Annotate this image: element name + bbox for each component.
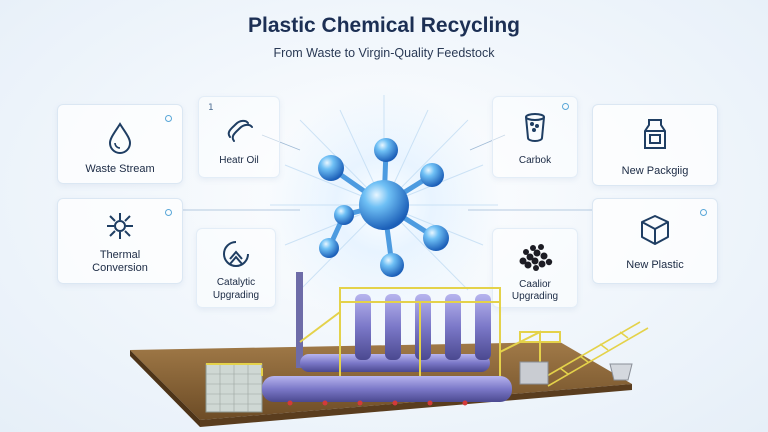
carbok-label: Carbok — [518, 155, 552, 166]
recycling-plant-illustration — [130, 272, 649, 427]
status-ring-icon — [562, 103, 569, 110]
card-catalytic-upgrading: Catalytic Upgrading — [196, 228, 276, 308]
pellets-icon — [519, 244, 553, 271]
page-title: Plastic Chemical Recycling — [248, 14, 520, 37]
catalytic-label-line1: Catalytic — [216, 277, 256, 288]
card-thermal-conversion: Thermal Conversion — [57, 198, 183, 284]
heat-oil-label: Heatr Oil — [219, 155, 259, 166]
step-number: 1 — [208, 103, 214, 113]
catalytic-label-line2: Upgrading — [212, 290, 260, 301]
card-heat-oil: 1 Heatr Oil — [198, 96, 280, 178]
card-new-packaging: New Packgiig — [592, 104, 718, 186]
molecule-illustration — [318, 138, 449, 277]
card-waste-stream: Waste Stream — [57, 104, 183, 184]
new-packaging-label: New Packgiig — [621, 165, 689, 177]
status-ring-icon — [700, 209, 707, 216]
waste-stream-label: Waste Stream — [85, 163, 155, 175]
page-subtitle: From Waste to Virgin-Quality Feedstock — [273, 46, 495, 60]
status-ring-icon — [165, 209, 172, 216]
thermal-label-line1: Thermal — [99, 249, 141, 261]
recycle-arrows-icon — [223, 241, 249, 267]
flame-waves-icon — [227, 119, 253, 142]
cube-icon — [641, 215, 669, 245]
card-carbok: Carbok — [492, 96, 578, 178]
caalior-label-line2: Upgrading — [511, 291, 559, 302]
gear-snowflake-icon — [107, 213, 133, 239]
status-ring-icon — [165, 115, 172, 122]
new-plastic-label: New Plastic — [626, 259, 684, 271]
caalior-label-line1: Caalior — [519, 279, 551, 290]
card-caalior-upgrading: Caalior Upgrading — [492, 228, 578, 308]
thermal-label-line2: Conversion — [92, 262, 148, 274]
card-new-plastic: New Plastic — [592, 198, 718, 284]
beaker-icon — [525, 113, 545, 142]
milk-carton-icon — [644, 119, 666, 149]
water-drop-icon — [108, 122, 132, 154]
